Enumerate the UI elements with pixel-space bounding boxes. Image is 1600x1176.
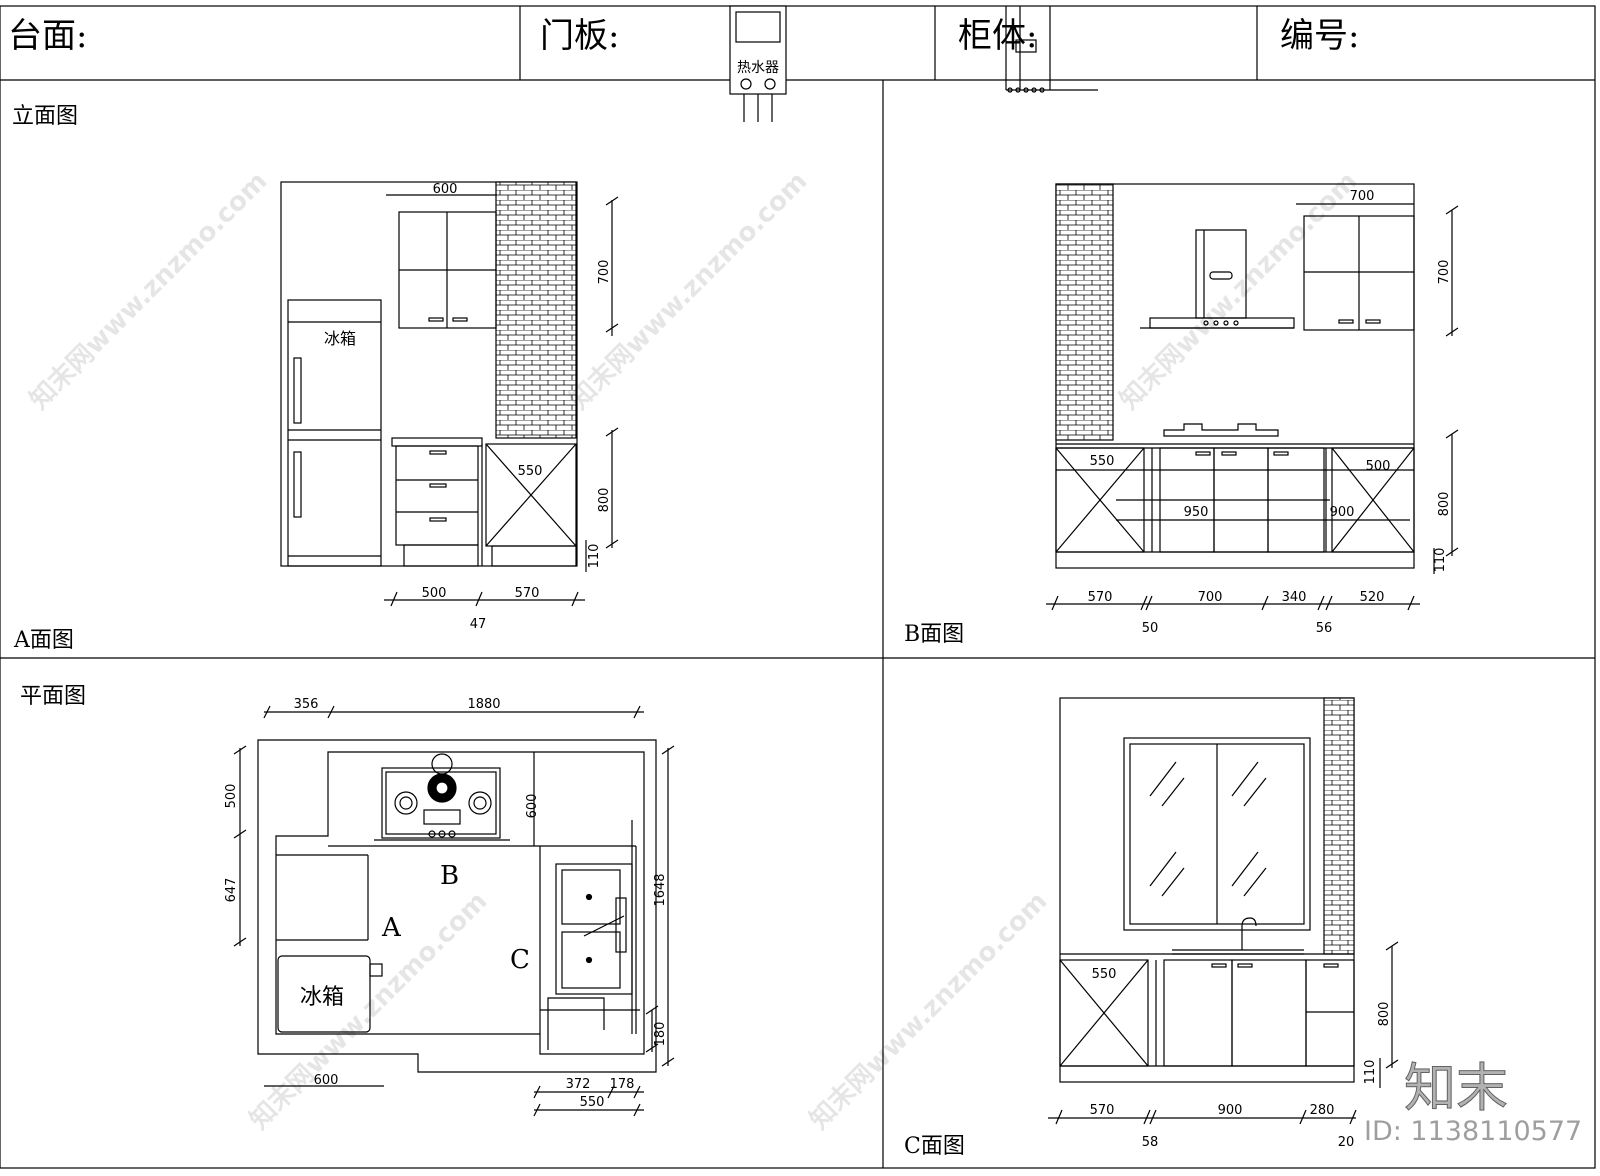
water-heater-label: 热水器	[737, 60, 779, 76]
dim-a-bottom-1: 500	[422, 586, 447, 601]
dim-b-500: 500	[1366, 459, 1391, 474]
dim-plan-178: 178	[610, 1077, 635, 1092]
door-panel-label: 门板:	[540, 16, 620, 56]
dim-c-base-height: 800	[1377, 1002, 1392, 1027]
dim-b-bottom-700: 700	[1198, 590, 1223, 605]
dim-plan-600-inner: 600	[525, 794, 540, 819]
dim-b-wall-width: 700	[1350, 189, 1375, 204]
dim-plan-1648: 1648	[653, 873, 668, 906]
elevation-c	[1048, 697, 1399, 1125]
dim-b-bottom-520: 520	[1360, 590, 1385, 605]
plan-title: 平面图	[20, 684, 87, 709]
dim-plan-180: 180	[653, 1022, 668, 1047]
dim-plan-1880: 1880	[467, 697, 500, 712]
cabinet-label: 柜体:	[958, 16, 1038, 56]
dim-b-offset-2: 56	[1316, 621, 1333, 636]
fridge-label-elevation: 冰箱	[324, 329, 356, 348]
dim-c-bottom-900: 900	[1218, 1103, 1243, 1118]
dim-b-offset-1: 50	[1142, 621, 1159, 636]
dim-plan-600-bottom: 600	[314, 1073, 339, 1088]
dim-b-base-height: 800	[1437, 492, 1452, 517]
view-a-label: A面图	[14, 628, 74, 653]
dim-plan-372: 372	[566, 1077, 591, 1092]
dim-plan-500: 500	[224, 784, 239, 809]
header-hood-fragment	[1005, 6, 1098, 93]
image-id: ID: 1138110577	[1364, 1116, 1583, 1147]
dim-b-900: 900	[1330, 505, 1355, 520]
sheet-frame	[0, 5, 1596, 1169]
dim-a-wall-width: 600	[433, 182, 458, 197]
countertop-label: 台面:	[8, 16, 88, 56]
dim-c-offset-1: 58	[1142, 1135, 1159, 1150]
elevation-title: 立面图	[12, 104, 79, 129]
plan-marker-a: A	[381, 913, 402, 943]
dim-b-bottom-340: 340	[1282, 590, 1307, 605]
dim-b-bottom-570: 570	[1088, 590, 1113, 605]
dim-b-950: 950	[1184, 505, 1209, 520]
dim-b-kick-height: 110	[1433, 548, 1448, 573]
dim-b-550: 550	[1090, 454, 1115, 469]
view-c-label: C面图	[904, 1134, 965, 1159]
floor-plan	[233, 705, 675, 1117]
dim-a-base-height: 800	[597, 488, 612, 513]
fridge-label-plan: 冰箱	[300, 985, 344, 1010]
water-heater	[729, 5, 787, 122]
elevation-b	[1046, 183, 1459, 611]
dim-c-offset-2: 20	[1338, 1135, 1355, 1150]
elevation-a	[280, 181, 619, 607]
dim-plan-550: 550	[580, 1095, 605, 1110]
dim-a-offset: 47	[470, 617, 487, 632]
dim-a-bottom-2: 570	[515, 586, 540, 601]
plan-marker-c: C	[510, 945, 530, 975]
dim-c-bottom-570: 570	[1090, 1103, 1115, 1118]
dim-a-wall-height: 700	[597, 260, 612, 285]
brand-logo: 知末	[1403, 1059, 1509, 1120]
dim-c-bottom-280: 280	[1310, 1103, 1335, 1118]
dim-a-kick-height: 110	[587, 544, 602, 569]
dim-plan-356: 356	[294, 697, 319, 712]
dim-plan-647: 647	[224, 878, 239, 903]
dim-c-kick-height: 110	[1363, 1060, 1378, 1085]
view-b-label: B面图	[904, 622, 965, 647]
plan-marker-b: B	[440, 861, 459, 891]
dim-b-wall-height: 700	[1437, 260, 1452, 285]
number-label: 编号:	[1280, 16, 1360, 56]
dim-c-550: 550	[1092, 967, 1117, 982]
dim-a-cabinet-width: 550	[518, 464, 543, 479]
